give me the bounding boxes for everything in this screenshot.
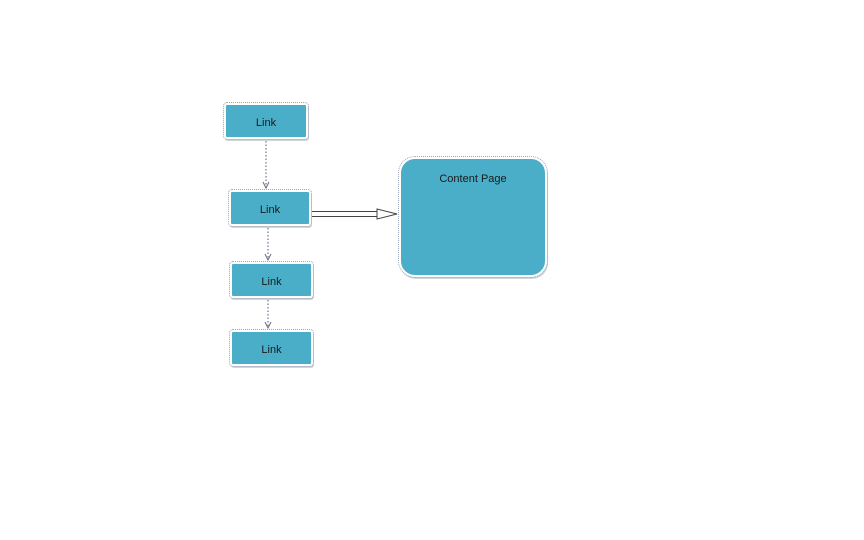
link-node-3[interactable]: Link <box>229 261 314 299</box>
edge-link1-link2-arrowhead <box>262 181 270 190</box>
link-node-2-label: Link <box>259 204 281 216</box>
edge-link2-content-page-arrowhead <box>376 208 398 220</box>
edge-link2-link3-arrowhead <box>264 253 272 262</box>
edge-link3-link4-arrowhead <box>264 321 272 330</box>
link-node-1[interactable]: Link <box>223 102 309 140</box>
content-page-node[interactable]: Content Page <box>398 156 548 278</box>
link-node-4-label: Link <box>261 344 282 356</box>
content-page-label: Content Page <box>439 173 507 185</box>
link-node-1-label: Link <box>255 117 277 129</box>
link-node-3-label: Link <box>261 276 282 288</box>
link-node-2[interactable]: Link <box>228 189 312 227</box>
edge-link2-content-page <box>312 208 398 220</box>
link-node-4[interactable]: Link <box>229 329 314 367</box>
